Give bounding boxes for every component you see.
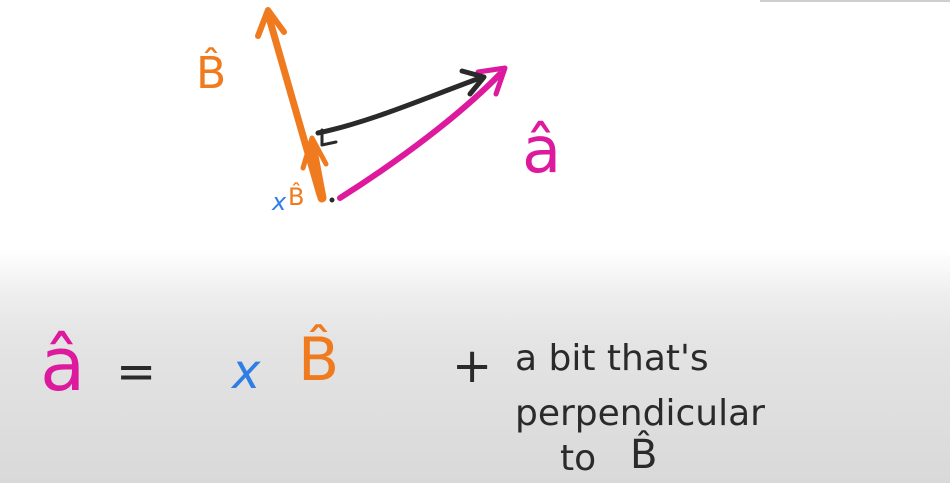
equation-lhs: â bbox=[40, 322, 85, 408]
origin-dot bbox=[329, 197, 335, 203]
text-line-1: a bit that's bbox=[515, 338, 709, 379]
right-angle-mark bbox=[320, 128, 338, 147]
top-edge-bar bbox=[760, 0, 950, 2]
a-hat-label: â bbox=[522, 114, 561, 188]
text-line-2: perpendicular bbox=[515, 393, 765, 434]
b-hat-vector bbox=[255, 7, 324, 199]
equation-coefficient: x bbox=[230, 344, 261, 400]
text-line-3-vector: B̂ bbox=[630, 430, 657, 478]
equation-vector: B̂ bbox=[298, 324, 339, 395]
equation-equals: = bbox=[116, 344, 156, 400]
x-coefficient-label: x bbox=[271, 188, 287, 216]
a-hat-vector bbox=[337, 65, 508, 201]
perpendicular-component bbox=[315, 68, 487, 147]
equation-plus: + bbox=[452, 338, 492, 394]
text-line-3-to: to bbox=[560, 438, 596, 479]
x-b-hat-projection bbox=[300, 135, 329, 203]
b-hat-label: B̂ bbox=[196, 46, 226, 99]
x-b-hat-label: B̂ bbox=[288, 183, 304, 211]
